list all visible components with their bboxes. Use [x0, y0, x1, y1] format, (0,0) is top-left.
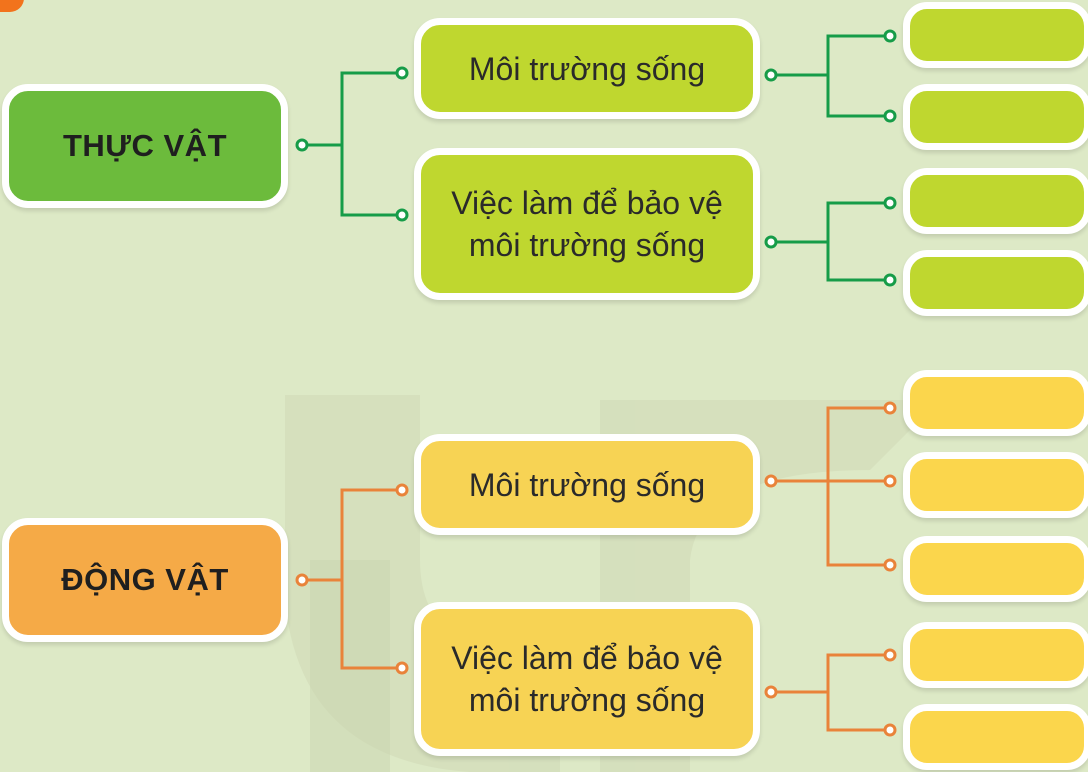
- branch-node-moi-truong-song: Môi trường sống: [414, 434, 760, 535]
- branch-label-line1: Việc làm để bảo vệ: [451, 185, 723, 221]
- connector-root-thuc-vat: [308, 71, 398, 147]
- leaf-answer-box[interactable]: [903, 250, 1088, 316]
- node-dot: [883, 401, 897, 415]
- leaf-answer-box[interactable]: [903, 2, 1088, 68]
- node-dot: [883, 474, 897, 488]
- branch-node-moi-truong-song: Môi trường sống: [414, 18, 760, 119]
- node-dot: [295, 573, 309, 587]
- branch-label: Môi trường sống: [468, 466, 706, 503]
- node-dot: [883, 648, 897, 662]
- root-node-thuc-vat: THỰC VẬT: [2, 84, 288, 208]
- connector-branch1-green: [773, 34, 886, 118]
- leaf-answer-box[interactable]: [903, 704, 1088, 770]
- branch-node-viec-lam-bao-ve: Việc làm để bảo vệ môi trường sống: [414, 148, 760, 300]
- leaf-answer-box[interactable]: [903, 84, 1088, 150]
- node-dot: [883, 723, 897, 737]
- branch-label-line2: môi trường sống: [468, 227, 706, 263]
- branch-label: Môi trường sống: [468, 50, 706, 87]
- node-dot: [764, 68, 778, 82]
- leaf-answer-box[interactable]: [903, 536, 1088, 602]
- connector-root-dong-vat: [308, 488, 398, 582]
- branch-node-viec-lam-bao-ve: Việc làm để bảo vệ môi trường sống: [414, 602, 760, 756]
- node-dot: [395, 66, 409, 80]
- connector-root-thuc-vat-lower: [340, 145, 398, 217]
- connector-root-dong-vat-lower: [340, 580, 398, 670]
- leaf-answer-box[interactable]: [903, 168, 1088, 234]
- node-dot: [764, 685, 778, 699]
- node-dot: [395, 483, 409, 497]
- leaf-answer-box[interactable]: [903, 452, 1088, 518]
- node-dot: [883, 558, 897, 572]
- branch-label-line2: môi trường sống: [468, 682, 706, 718]
- connector-branch2-green: [773, 201, 886, 282]
- leaf-answer-box[interactable]: [903, 370, 1088, 436]
- corner-decoration: [0, 0, 24, 12]
- node-dot: [883, 109, 897, 123]
- connector-branch1-orange: [773, 406, 886, 567]
- node-dot: [764, 235, 778, 249]
- node-dot: [764, 474, 778, 488]
- root-label: THỰC VẬT: [62, 128, 228, 163]
- node-dot: [395, 208, 409, 222]
- node-dot: [883, 29, 897, 43]
- root-node-dong-vat: ĐỘNG VẬT: [2, 518, 288, 642]
- node-dot: [295, 138, 309, 152]
- connector-branch2-orange: [773, 653, 886, 732]
- node-dot: [883, 273, 897, 287]
- node-dot: [395, 661, 409, 675]
- root-label: ĐỘNG VẬT: [61, 562, 229, 597]
- leaf-answer-box[interactable]: [903, 622, 1088, 688]
- branch-label-line1: Việc làm để bảo vệ: [451, 640, 723, 676]
- node-dot: [883, 196, 897, 210]
